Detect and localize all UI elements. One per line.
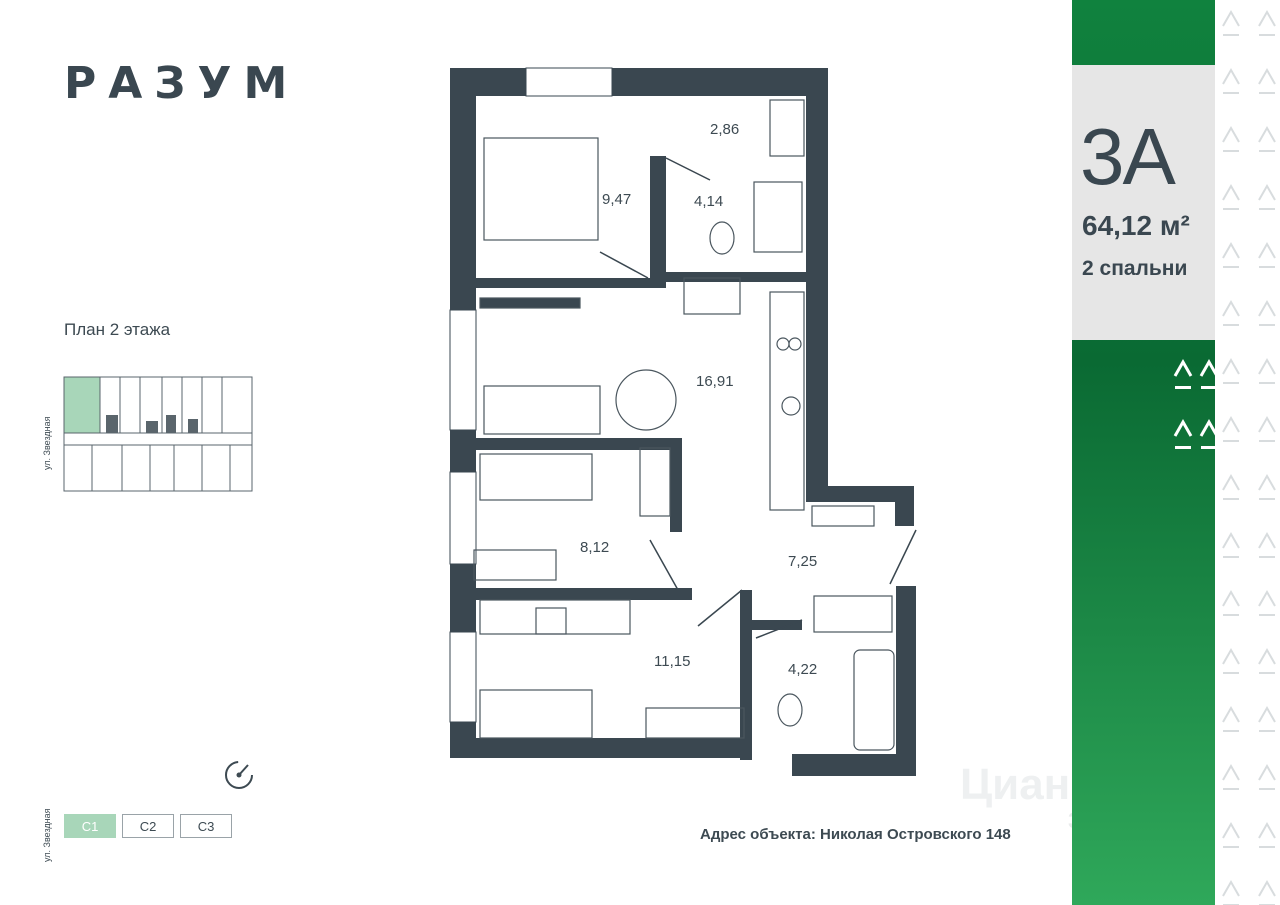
desk-1 — [473, 549, 557, 581]
wall-bed3-right — [740, 590, 752, 760]
brand-logo: РАЗУМ — [64, 58, 300, 109]
wall-wc1-left — [650, 156, 666, 288]
street-label: ул. Звездная — [42, 416, 52, 470]
apartment-floor-plan: 2,86 9,47 4,14 16,91 8,12 7,25 11,15 4,2… — [449, 67, 917, 776]
brand-mark-icon — [1200, 358, 1219, 389]
bed-single-1 — [479, 453, 593, 501]
wall-bedroom-living — [476, 278, 666, 288]
wall-bed2-bed3 — [476, 588, 692, 600]
room-area-label: 4,22 — [788, 661, 817, 678]
apartment-card — [1072, 65, 1215, 340]
brand-mark-icon — [1173, 358, 1193, 389]
room-area-label: 8,12 — [580, 539, 609, 556]
shower — [753, 181, 803, 253]
apartment-type: 3А — [1080, 112, 1176, 201]
room-area-label: 4,14 — [694, 193, 723, 210]
room-area-label: 7,25 — [788, 553, 817, 570]
toilet-2 — [777, 693, 803, 727]
kitchen-counter — [769, 291, 805, 511]
room-area-label: 2,86 — [710, 121, 739, 138]
street-label: ул. Звездная — [42, 808, 52, 862]
bathtub — [853, 649, 895, 751]
object-address: Адрес объекта: Николая Островского 148 — [700, 826, 1011, 843]
brand-mark-icon — [1173, 418, 1193, 449]
room-area-label: 9,47 — [602, 191, 631, 208]
floor-plan-title: План 2 этажа — [64, 320, 171, 339]
wall-top — [450, 68, 828, 96]
section-button-c3[interactable]: С3 — [180, 814, 232, 838]
wall-right-lower — [896, 586, 916, 776]
wall-bottom — [450, 738, 750, 758]
apartment-bedrooms: 2 спальни — [1082, 257, 1188, 280]
wardrobe-3 — [639, 447, 671, 517]
dining-table — [615, 369, 677, 431]
room-area-label: 11,15 — [654, 653, 690, 670]
room-area-label: 16,91 — [696, 373, 734, 390]
wall-bed2-right — [670, 438, 682, 532]
brand-mark-icon — [1200, 418, 1219, 449]
wall-right-step — [806, 486, 914, 502]
tv-stand — [479, 297, 581, 309]
section-selector: С1 С2 С3 — [64, 814, 232, 838]
watermark: Циан — [960, 760, 1071, 809]
sofa — [483, 385, 601, 435]
bed-single-2 — [479, 689, 593, 739]
decorative-pattern — [1215, 0, 1280, 905]
washing-area — [683, 277, 741, 315]
apartment-area: 64,12 м² — [1082, 210, 1190, 241]
toilet-1 — [709, 221, 735, 255]
wall-wc1-bottom — [650, 272, 826, 282]
compass-icon — [225, 761, 253, 789]
section-button-c2[interactable]: С2 — [122, 814, 174, 838]
wardrobe — [479, 599, 631, 635]
wall-bottom-right — [792, 754, 916, 776]
wall-living-bed2 — [476, 438, 682, 450]
wardrobe-2 — [645, 707, 745, 739]
hall-shelf — [811, 505, 875, 527]
wall-bath2-top — [752, 620, 802, 630]
section-button-c1[interactable]: С1 — [64, 814, 116, 838]
desk-2 — [535, 607, 567, 635]
hall-wardrobe — [813, 595, 893, 633]
wall-right-notch — [895, 486, 914, 526]
mini-floor-plan[interactable] — [62, 375, 256, 495]
bed-double — [483, 137, 599, 241]
wardrobe-4 — [769, 99, 805, 157]
